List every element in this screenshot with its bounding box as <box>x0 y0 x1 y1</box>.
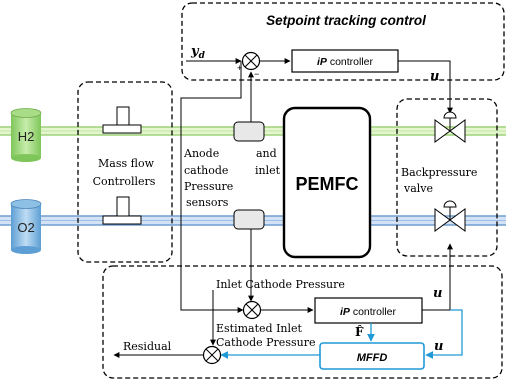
inlet-cathode-pressure-label: Inlet Cathode Pressure <box>216 278 345 291</box>
mass-flow-label-2: Controllers <box>93 175 156 188</box>
cathode-pressure-sensor <box>233 209 265 230</box>
top-u-line <box>398 60 453 114</box>
top-ip-controller: iP controller <box>291 49 399 73</box>
bottom-summing-junction <box>242 300 262 320</box>
sensor-label-and: and <box>256 147 277 160</box>
pemfc-label: PEMFC <box>296 174 359 194</box>
sensor-label-pressure: Pressure <box>184 180 233 193</box>
estimated-label-2: Cathode Pressure <box>216 336 315 349</box>
top-summing-junction: + − <box>237 51 261 79</box>
sensor-label-anode: Anode <box>183 147 219 160</box>
pemfc-stack: PEMFC <box>282 106 372 259</box>
anode-pressure-sensor <box>233 121 265 142</box>
svg-text:iP controller: iP controller <box>340 306 397 318</box>
mffd-block: MFFD <box>319 342 425 370</box>
bottom-setpoint-line <box>180 61 244 313</box>
mass-flow-controller-h2 <box>102 106 142 134</box>
mass-flow-label-1: Mass flow <box>98 157 155 170</box>
bottom-ip-controller: iP controller <box>314 297 423 324</box>
top-sum-minus: − <box>254 69 259 79</box>
top-u-label: u <box>430 69 439 84</box>
o2-tank: O2 <box>10 199 42 254</box>
estimated-label-1: Estimated Inlet <box>216 322 303 335</box>
f-hat-label: F̂ <box>355 324 364 339</box>
backpressure-label-1: Backpressure <box>401 166 477 179</box>
top-sum-plus: + <box>237 63 242 73</box>
fault-detection-panel <box>102 265 503 379</box>
yd-label: yd <box>190 44 206 61</box>
mass-flow-controller-o2 <box>102 196 142 225</box>
o2-tank-label: O2 <box>17 220 34 235</box>
setpoint-tracking-title: Setpoint tracking control <box>266 13 426 28</box>
h2-tank-label: H2 <box>18 129 35 144</box>
sensor-label-sensors: sensors <box>186 196 229 209</box>
svg-text:iP controller: iP controller <box>317 56 374 68</box>
backpressure-label-2: valve <box>403 182 433 195</box>
backpressure-valve-o2 <box>434 200 466 232</box>
mass-flow-panel <box>77 81 173 263</box>
mffd-label: MFFD <box>357 352 388 364</box>
bottom-u-label-2: u <box>434 339 443 354</box>
backpressure-panel <box>396 98 498 257</box>
sensor-label-cathode: cathode <box>184 164 228 177</box>
residual-label: Residual <box>123 340 172 353</box>
sensor-label-inlet: inlet <box>255 164 281 177</box>
residual-summing-junction <box>202 345 222 365</box>
mffd-u-input <box>425 309 463 359</box>
h2-tank: H2 <box>10 108 42 162</box>
backpressure-valve-h2 <box>434 111 466 143</box>
setpoint-tracking-panel <box>181 2 505 81</box>
bottom-u-label-1: u <box>433 286 442 301</box>
